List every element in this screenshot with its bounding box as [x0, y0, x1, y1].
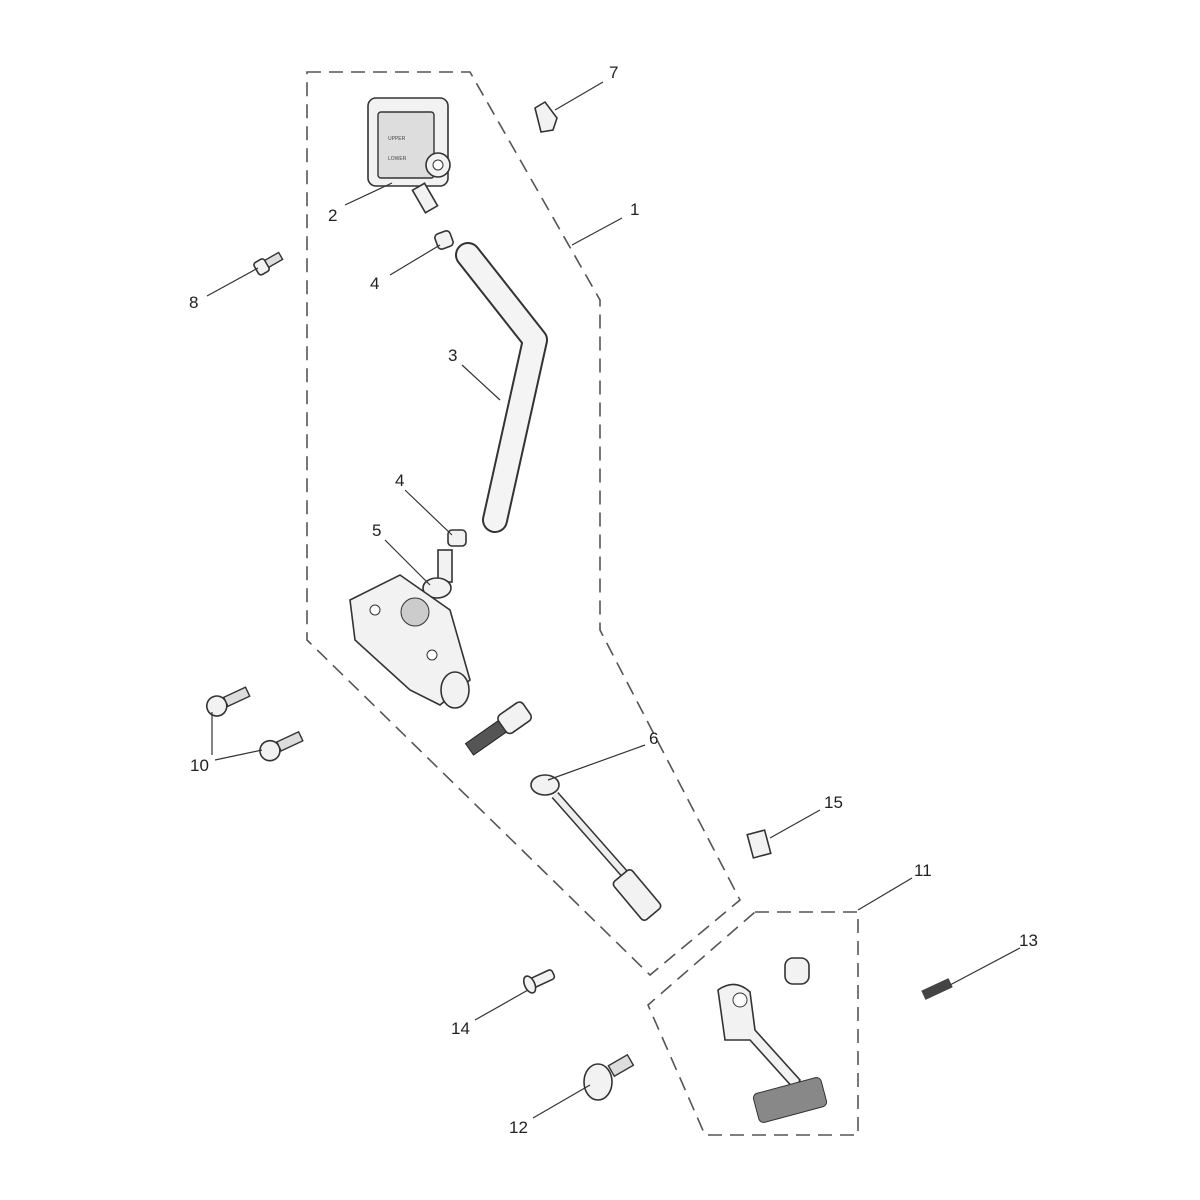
spring-part — [921, 978, 953, 1000]
callout-11: 11 — [914, 861, 932, 880]
reservoir-part: UPPER LOWER — [367, 97, 451, 214]
callout-12: 12 — [509, 1118, 528, 1137]
hose-clamp-part — [434, 230, 454, 250]
callout-4: 4 — [370, 274, 379, 293]
callout-8: 8 — [189, 293, 198, 312]
assembly-11-outline — [647, 911, 859, 1136]
callout-10: 10 — [190, 756, 209, 775]
pushrod-part — [530, 774, 662, 922]
master-cylinder-part — [349, 574, 471, 709]
pin-part — [522, 969, 556, 994]
fitting-part — [422, 549, 453, 599]
callout-2: 2 — [328, 206, 337, 225]
callout-5: 5 — [372, 521, 381, 540]
callout-1: 1 — [630, 200, 639, 219]
brake-pedal-part — [717, 983, 828, 1123]
callout-13: 13 — [1019, 931, 1038, 950]
bolt-part — [259, 730, 304, 762]
spring-piston-part — [464, 701, 533, 756]
leader-lines — [206, 81, 1021, 1119]
clip-part — [746, 829, 772, 859]
pivot-bolt-part — [583, 1053, 635, 1101]
hose-clamp-part — [447, 529, 467, 547]
assembly-1-outline — [306, 71, 742, 977]
callout-6: 6 — [649, 729, 658, 748]
clip-part — [534, 100, 558, 133]
reservoir-lower-text: LOWER — [388, 156, 407, 162]
bush-part — [784, 957, 810, 985]
callout-3: 3 — [448, 346, 457, 365]
callout-4-lower: 4 — [395, 471, 404, 490]
callout-15: 15 — [824, 793, 843, 812]
callout-14: 14 — [451, 1019, 470, 1038]
reservoir-upper-text: UPPER — [388, 136, 406, 142]
callout-7: 7 — [609, 63, 618, 82]
bolt-part — [205, 686, 251, 717]
bolt-part — [253, 251, 284, 276]
